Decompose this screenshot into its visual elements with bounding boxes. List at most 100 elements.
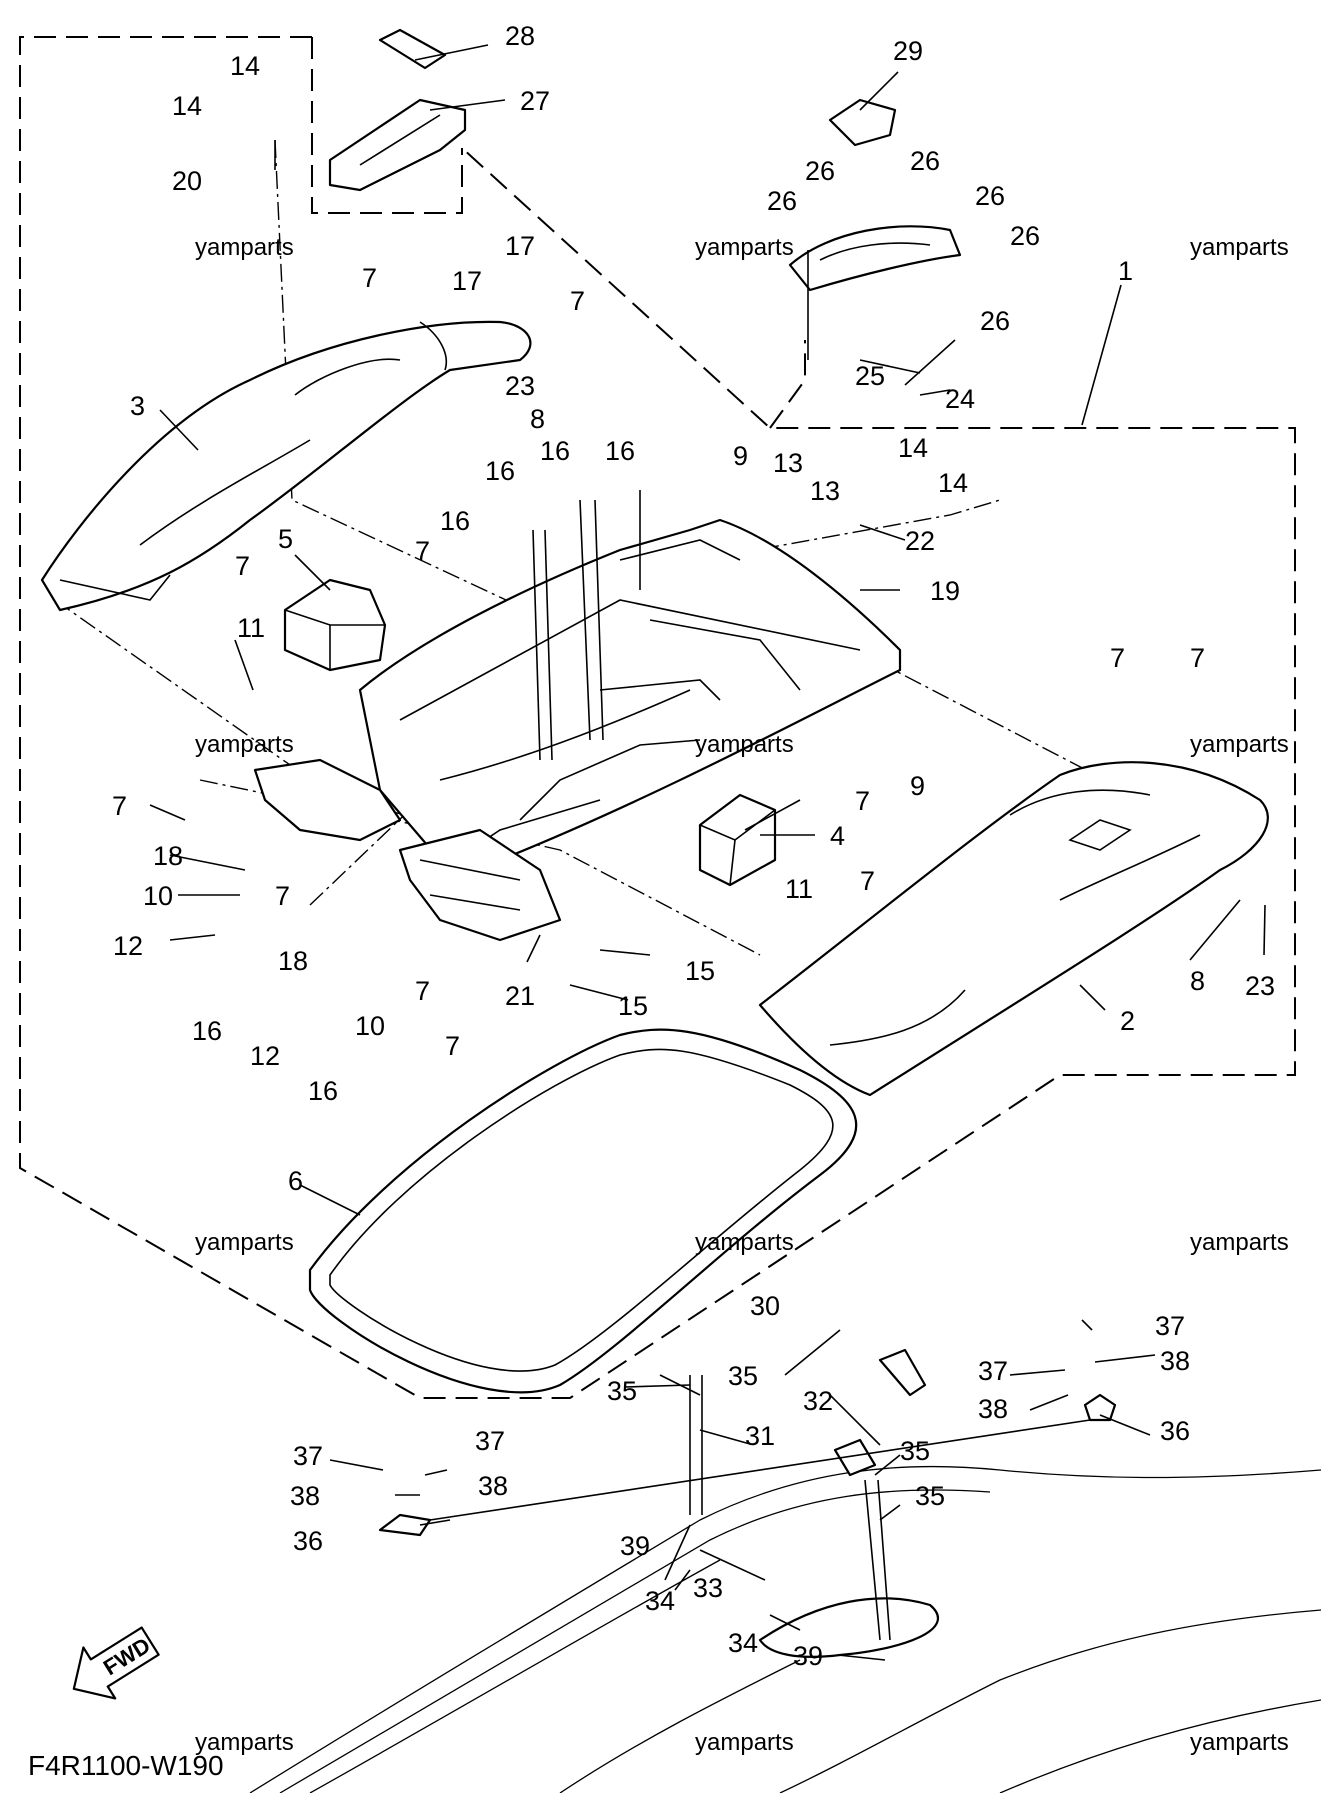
- callout-14: 14: [172, 91, 202, 121]
- callout-37: 37: [475, 1426, 505, 1456]
- callout-10: 10: [355, 1011, 385, 1041]
- callout-31: 31: [745, 1421, 775, 1451]
- callout-12: 12: [113, 931, 143, 961]
- callout-18: 18: [278, 946, 308, 976]
- callout-7: 7: [362, 263, 377, 293]
- callout-20: 20: [172, 166, 202, 196]
- watermark: yamparts: [195, 1729, 294, 1756]
- callout-38: 38: [478, 1471, 508, 1501]
- callout-7: 7: [855, 786, 870, 816]
- callout-7: 7: [445, 1031, 460, 1061]
- callout-24: 24: [945, 384, 975, 414]
- callout-8: 8: [530, 404, 545, 434]
- callout-14: 14: [938, 468, 968, 498]
- callout-1: 1: [1118, 256, 1133, 286]
- callout-4: 4: [830, 821, 845, 851]
- part-31-rods: [689, 1375, 891, 1641]
- watermark: yamparts: [1190, 1229, 1289, 1256]
- callout-7: 7: [415, 976, 430, 1006]
- watermark: yamparts: [695, 1729, 794, 1756]
- watermark: yamparts: [1190, 234, 1289, 261]
- callout-3: 3: [130, 391, 145, 421]
- part-2-right-cover: [758, 761, 1269, 1097]
- part-4-block: [698, 793, 777, 887]
- callout-5: 5: [278, 524, 293, 554]
- callout-7: 7: [1110, 643, 1125, 673]
- callout-10: 10: [143, 881, 173, 911]
- part-5-block: [283, 578, 387, 672]
- callout-26: 26: [805, 156, 835, 186]
- part-30-latch: [833, 1348, 927, 1477]
- watermark: yamparts: [195, 1229, 294, 1256]
- callout-16: 16: [192, 1016, 222, 1046]
- callout-26: 26: [910, 146, 940, 176]
- callout-16: 16: [605, 436, 635, 466]
- callout-17: 17: [505, 231, 535, 261]
- callout-22: 22: [905, 526, 935, 556]
- watermark: yamparts: [1190, 731, 1289, 758]
- callout-37: 37: [1155, 1311, 1185, 1341]
- callout-38: 38: [978, 1394, 1008, 1424]
- callout-39: 39: [793, 1641, 823, 1671]
- part-28-strap: [378, 28, 447, 70]
- fwd-arrow-icon: FWD: [72, 1626, 160, 1700]
- callout-2: 2: [1120, 1006, 1135, 1036]
- callout-36: 36: [1160, 1416, 1190, 1446]
- callout-7: 7: [860, 866, 875, 896]
- callout-28: 28: [505, 21, 535, 51]
- watermark: yamparts: [695, 1229, 794, 1256]
- callout-34: 34: [645, 1586, 675, 1616]
- watermark: yamparts: [195, 731, 294, 758]
- callout-18: 18: [153, 841, 183, 871]
- callout-26: 26: [980, 306, 1010, 336]
- assembly-boundary: [19, 36, 1296, 1399]
- callout-26: 26: [1010, 221, 1040, 251]
- callout-16: 16: [540, 436, 570, 466]
- callout-36: 36: [293, 1526, 323, 1556]
- watermark: yamparts: [695, 731, 794, 758]
- callout-7: 7: [235, 551, 250, 581]
- callout-16: 16: [308, 1076, 338, 1106]
- watermark: yamparts: [195, 234, 294, 261]
- watermark: yamparts: [1190, 1729, 1289, 1756]
- part-24-grip: [788, 225, 962, 292]
- part-3-left-cover: [40, 320, 532, 612]
- callout-labels: 28 27 14 14 20 17 7 17 7 23 8 3 29 26 26…: [112, 21, 1275, 1671]
- callout-7: 7: [1190, 643, 1205, 673]
- part-6-gasket: [308, 1028, 858, 1394]
- callout-30: 30: [750, 1291, 780, 1321]
- callout-17: 17: [452, 266, 482, 296]
- callout-8: 8: [1190, 966, 1205, 996]
- part-27-cover: [328, 98, 467, 192]
- part-36-bracket-right: [1083, 1393, 1117, 1422]
- callout-15: 15: [618, 991, 648, 1021]
- callout-25: 25: [855, 361, 885, 391]
- callout-11: 11: [237, 613, 265, 643]
- callout-14: 14: [898, 433, 928, 463]
- callout-12: 12: [250, 1041, 280, 1071]
- callout-38: 38: [290, 1481, 320, 1511]
- callout-35: 35: [607, 1376, 637, 1406]
- callout-35: 35: [728, 1361, 758, 1391]
- callout-37: 37: [293, 1441, 323, 1471]
- callout-11: 11: [785, 874, 813, 904]
- callout-15: 15: [685, 956, 715, 986]
- callout-19: 19: [930, 576, 960, 606]
- callout-29: 29: [893, 36, 923, 66]
- leader-lines: [149, 44, 1266, 1661]
- callout-39: 39: [620, 1531, 650, 1561]
- watermarks: yamparts yamparts yamparts yamparts yamp…: [195, 234, 1289, 1756]
- hull-outline: [249, 1465, 1321, 1793]
- callout-6: 6: [288, 1166, 303, 1196]
- callout-26: 26: [767, 186, 797, 216]
- part-1-hatch-frame: [358, 518, 902, 862]
- callout-37: 37: [978, 1356, 1008, 1386]
- callout-14: 14: [230, 51, 260, 81]
- watermark: yamparts: [695, 234, 794, 261]
- stud-rods: [274, 140, 809, 761]
- callout-35: 35: [900, 1436, 930, 1466]
- callout-21: 21: [505, 981, 535, 1011]
- front-bracket: [253, 758, 562, 942]
- callout-27: 27: [520, 86, 550, 116]
